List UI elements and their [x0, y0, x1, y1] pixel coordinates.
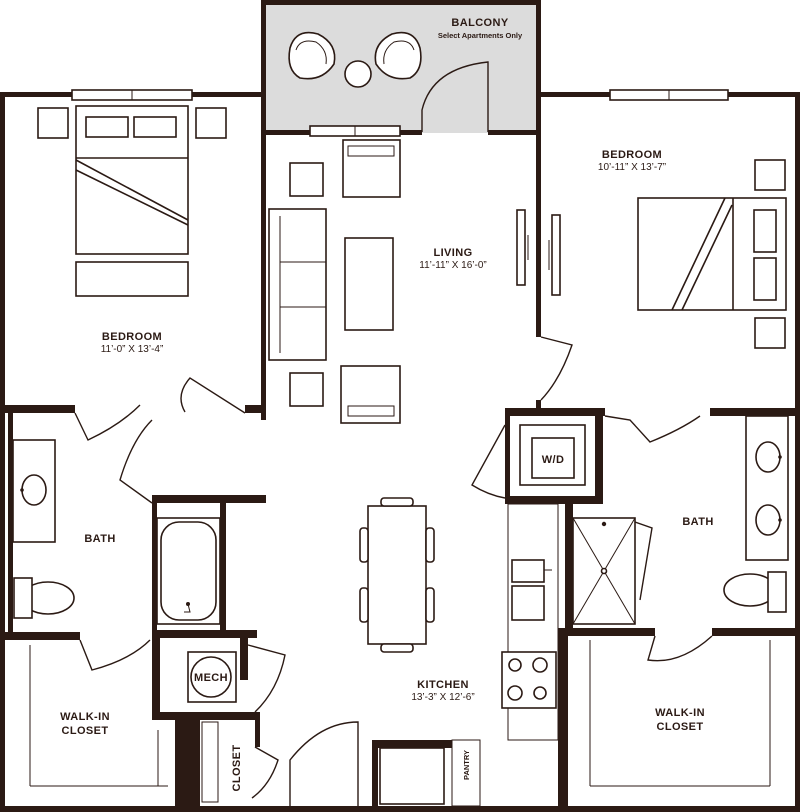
kitchen-label: KITCHEN: [417, 679, 469, 691]
left-bath-door-swing: [119, 419, 153, 504]
right-walkin-label-2: CLOSET: [656, 721, 703, 733]
left-walkin-label-2: CLOSET: [61, 725, 108, 737]
entry-door-swing: [289, 721, 359, 806]
right-bedroom-door-swing: [540, 336, 573, 401]
left-walkin-label-1: WALK-IN: [60, 711, 110, 723]
balcony-label: BALCONY: [451, 17, 508, 29]
left-bedroom-closet-door: [180, 377, 246, 414]
right-bath-fixtures: [572, 415, 789, 625]
right-walkin-shelves: [589, 640, 771, 787]
mech-label: MECH: [194, 672, 228, 684]
living-furniture: [268, 139, 561, 424]
kitchen-counters: [379, 503, 559, 807]
dining-set: [359, 497, 435, 653]
closet-door-swing: [251, 746, 279, 799]
kitchen-dims: 13’-3” X 12’-6”: [411, 692, 474, 703]
left-bedroom-dims: 11’-0” X 13’-4”: [101, 344, 164, 355]
right-bedroom-furniture: [637, 159, 787, 349]
closet-outline: [201, 721, 219, 803]
right-bath-label: BATH: [682, 516, 713, 528]
wd-closet-door: [471, 424, 506, 499]
windows: [71, 89, 729, 137]
closet-label: CLOSET: [231, 744, 243, 791]
left-walkin-door-swing: [79, 639, 151, 671]
balcony-chairs: [288, 31, 422, 88]
balcony-door-swing: [421, 61, 489, 132]
washer-dryer-inner: [531, 437, 575, 479]
left-bath-label: BATH: [84, 533, 115, 545]
left-bedroom-furniture: [37, 105, 227, 297]
washer-dryer-label: W/D: [542, 454, 565, 466]
right-bedroom-label: BEDROOM: [602, 149, 662, 161]
mech-circle: [190, 656, 232, 698]
right-walkin-door-swing: [647, 635, 713, 662]
right-bath-door-swing: [604, 415, 701, 443]
left-walkin-shelves: [29, 645, 168, 787]
living-label: LIVING: [433, 247, 472, 259]
right-bedroom-dims: 10’-11” X 13’-7”: [598, 162, 666, 173]
balcony-note: Select Apartments Only: [438, 31, 523, 40]
pantry-label: PANTRY: [462, 750, 471, 780]
right-walkin-label-1: WALK-IN: [655, 707, 705, 719]
left-bedroom-label: BEDROOM: [102, 331, 162, 343]
living-dims: 11’-11” X 16’-0”: [419, 260, 486, 271]
left-bedroom-door-swing: [74, 404, 141, 441]
left-bath-fixtures: [12, 439, 221, 625]
mech-door-swing: [247, 644, 286, 713]
